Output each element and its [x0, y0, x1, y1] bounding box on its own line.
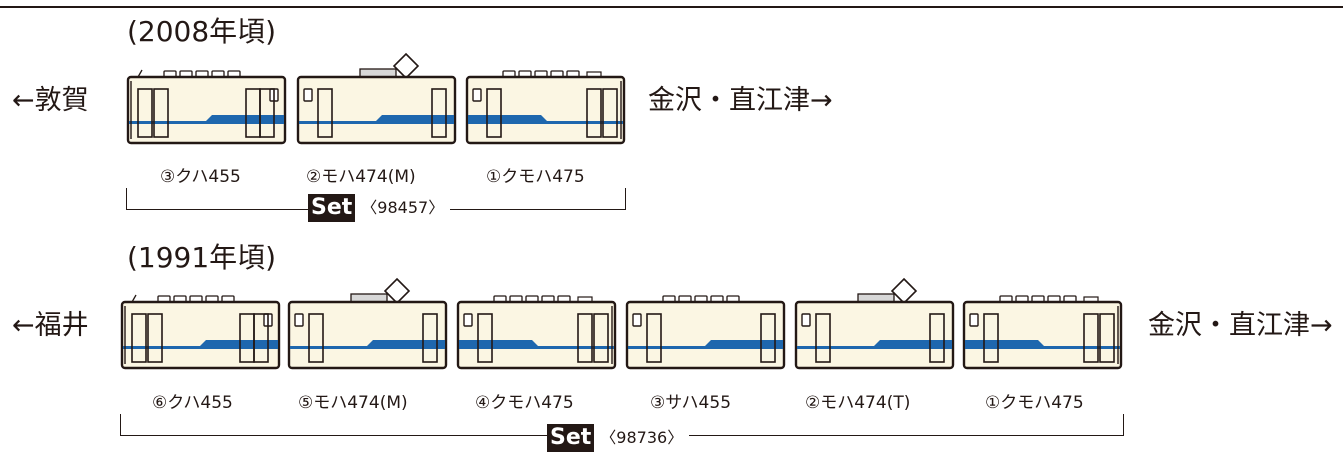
door — [1083, 313, 1099, 363]
blue-stripe — [299, 121, 454, 124]
blue-band — [367, 340, 445, 346]
door — [577, 313, 593, 363]
door — [760, 313, 776, 363]
door — [1099, 313, 1115, 363]
set-tag-2008: Set 〈98457〉 — [308, 194, 451, 222]
right-destination-1991: 金沢・直江津→ — [1148, 310, 1333, 341]
blue-band — [459, 340, 538, 346]
window — [463, 313, 473, 327]
door — [929, 313, 945, 363]
door — [253, 313, 269, 363]
window — [303, 88, 313, 102]
car-label-1991-2: ⑤モハ474(M) — [298, 393, 408, 413]
door — [259, 88, 275, 138]
door — [137, 88, 153, 138]
door — [586, 88, 602, 138]
set-tag-1991: Set 〈98736〉 — [547, 424, 690, 452]
blue-stripe — [290, 346, 445, 349]
pantograph-icon — [383, 277, 411, 305]
car-2008-3 — [465, 70, 626, 145]
roof-equipment — [350, 293, 388, 303]
set-number-2008: 〈98457〉 — [355, 194, 451, 222]
car-body — [625, 300, 786, 370]
car-body — [296, 75, 457, 145]
blue-stripe — [797, 346, 952, 349]
set-badge-1991: Set — [547, 424, 595, 452]
blue-stripe — [129, 121, 284, 124]
car-body — [287, 300, 448, 370]
door — [983, 313, 999, 363]
car-label-2008-3: ①クモハ475 — [486, 167, 585, 187]
window — [294, 313, 304, 327]
window — [801, 313, 811, 327]
car-2008-2 — [296, 52, 457, 145]
pantograph-icon — [392, 52, 420, 80]
blue-stripe — [459, 346, 614, 349]
car-1991-5 — [794, 277, 955, 370]
era-label-2008: (2008年頃) — [127, 15, 277, 48]
car-body — [962, 300, 1123, 370]
door — [147, 313, 163, 363]
blue-band — [874, 340, 952, 346]
window — [969, 313, 979, 327]
car-1991-3 — [456, 295, 617, 370]
set-badge-2008: Set — [308, 194, 356, 222]
door — [602, 88, 618, 138]
car-body — [465, 75, 626, 145]
car-1991-6 — [962, 295, 1123, 370]
car-1991-2 — [287, 277, 448, 370]
car-label-1991-1: ⑥クハ455 — [152, 393, 233, 413]
car-label-1991-6: ①クモハ475 — [985, 393, 1084, 413]
blue-band — [376, 115, 454, 121]
car-1991-4 — [625, 295, 786, 370]
blue-stripe — [965, 346, 1120, 349]
window — [472, 88, 482, 102]
door — [815, 313, 831, 363]
blue-band — [705, 340, 783, 346]
window — [632, 313, 642, 327]
left-destination-2008: ←敦賀 — [12, 85, 89, 116]
blue-band — [468, 115, 547, 121]
car-body — [794, 300, 955, 370]
header-rule — [0, 0, 1343, 8]
door — [153, 88, 169, 138]
car-body — [456, 300, 617, 370]
door — [646, 313, 662, 363]
door — [131, 313, 147, 363]
blue-stripe — [628, 346, 783, 349]
car-label-1991-4: ③サハ455 — [650, 393, 732, 413]
car-label-1991-3: ④クモハ475 — [475, 393, 574, 413]
blue-band — [206, 115, 284, 121]
blue-stripe — [468, 121, 623, 124]
door — [477, 313, 493, 363]
blue-band — [200, 340, 278, 346]
left-destination-1991: ←福井 — [12, 310, 89, 341]
blue-band — [965, 340, 1044, 346]
roof-equipment — [857, 293, 895, 303]
door — [422, 313, 438, 363]
door — [431, 88, 447, 138]
door — [317, 88, 333, 138]
door — [593, 313, 609, 363]
era-label-1991: (1991年頃) — [127, 241, 277, 274]
pantograph-icon — [890, 277, 918, 305]
set-number-1991: 〈98736〉 — [594, 424, 690, 452]
door — [486, 88, 502, 138]
car-1991-1 — [120, 294, 281, 370]
right-destination-2008: 金沢・直江津→ — [648, 85, 833, 116]
car-label-2008-1: ③クハ455 — [160, 167, 241, 187]
car-label-1991-5: ②モハ474(T) — [805, 393, 911, 413]
door — [308, 313, 324, 363]
car-label-2008-2: ②モハ474(M) — [306, 167, 416, 187]
blue-stripe — [123, 346, 278, 349]
car-2008-1 — [126, 69, 287, 145]
